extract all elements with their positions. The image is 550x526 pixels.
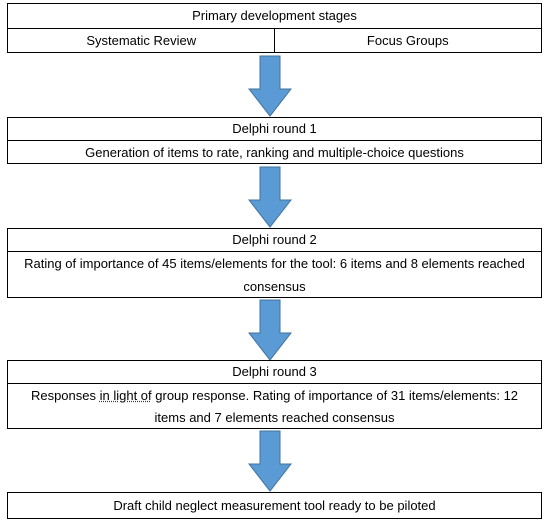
- delphi-round-1-body: Generation of items to rate, ranking and…: [85, 144, 464, 160]
- primary-stages-title: Primary development stages: [192, 8, 357, 23]
- delphi-round-3-body-part-b: in light of: [99, 387, 152, 403]
- primary-stages-box: Primary development stages Systematic Re…: [7, 3, 542, 53]
- down-arrow-2: [248, 166, 292, 228]
- delphi-round-3-body-line1: Responses in light of group response. Ra…: [8, 384, 541, 407]
- delphi-round-3-body-part-c: group response. Rating of importance of …: [151, 387, 519, 403]
- delphi-round-3-box: Delphi round 3 Responses in light of gro…: [7, 360, 542, 429]
- delphi-round-3-body-part-a: Responses: [30, 387, 100, 403]
- delphi-round-3-divider: [8, 383, 541, 384]
- delphi-round-3-title: Delphi round 3: [232, 364, 317, 379]
- delphi-round-1-divider: [8, 140, 541, 141]
- down-arrow-2-shape: [248, 166, 292, 228]
- final-tool-box: Draft child neglect measurement tool rea…: [7, 492, 542, 519]
- delphi-round-2-box: Delphi round 2 Rating of importance of 4…: [7, 228, 542, 298]
- delphi-round-2-body-line2: consensus: [243, 278, 306, 294]
- down-arrow-4: [248, 430, 292, 492]
- down-arrow-3: [248, 299, 292, 361]
- delphi-round-1-box: Delphi round 1 Generation of items to ra…: [7, 117, 542, 164]
- delphi-round-3-body-line2: items and 7 elements reached consensus: [154, 410, 395, 425]
- delphi-round-2-divider: [8, 251, 541, 252]
- down-arrow-3-shape: [248, 299, 292, 361]
- final-tool-text: Draft child neglect measurement tool rea…: [113, 498, 436, 513]
- focus-groups-cell: Focus Groups: [366, 33, 449, 48]
- delphi-round-2-title: Delphi round 2: [232, 232, 317, 247]
- delphi-round-1-title: Delphi round 1: [232, 121, 317, 136]
- down-arrow-1-shape: [248, 55, 292, 117]
- delphi-round-2-body-line1: Rating of importance of 45 items/element…: [24, 255, 525, 271]
- primary-stages-vdivider: [274, 29, 275, 52]
- down-arrow-4-shape: [248, 430, 292, 492]
- down-arrow-1: [248, 55, 292, 117]
- primary-stages-divider: [8, 28, 541, 29]
- systematic-review-cell: Systematic Review: [86, 33, 197, 48]
